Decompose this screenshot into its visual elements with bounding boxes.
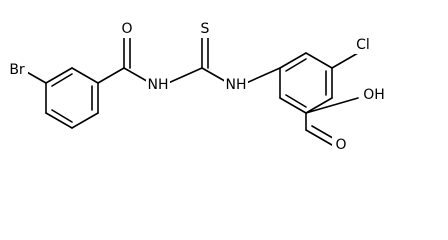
acid-oxygen-label: O [335,137,346,153]
bond [45,112,73,129]
atom-label-acid-oxygen: O [332,136,350,154]
atom-label-acid-hydroxyl: OH [360,86,388,104]
bond-nh-thiocarbon [165,67,203,85]
bond-carboxyl-oxygen [305,129,333,146]
atom-label-amide-nh: NH [146,76,170,94]
bond [71,67,99,84]
aromatic-inner-bond [51,73,73,87]
bond-ring-chlorine [331,52,359,69]
bond [279,52,307,69]
bond [279,97,307,114]
atom-label-thio-sulfur: S [196,20,214,38]
amide-oxygen-label: O [121,21,132,37]
bond-ring-carbonyl [97,67,125,84]
bromophenyl-ring [45,67,99,129]
thio-sulfur-label: S [201,21,210,37]
bond-ring-bromine [24,70,47,84]
aromatic-inner-bond [51,109,73,123]
bond-carboxyl-hydroxyl [305,97,359,114]
bond-nh-ring [243,67,281,85]
bond [305,97,333,114]
aromatic-inner-bond [285,94,307,108]
bond [71,112,99,129]
atom-label-chlorine: Cl [352,36,374,54]
atom-label-bromine: Br [6,61,28,79]
bromine-label: Br [9,62,25,78]
chlorobenzoic-ring [279,52,333,114]
atom-label-amide-oxygen: O [118,20,136,38]
atom-label-thiourea-nh: NH [224,76,248,94]
aromatic-inner-bond [285,58,307,72]
chlorine-label: Cl [356,37,370,53]
bond [305,52,333,69]
molecule-diagram: Br O NH S NH Cl O OH [6,20,388,154]
amide-nh-label: NH [148,77,169,93]
acid-hydroxyl-label: OH [363,87,385,103]
structure-svg: Br O NH S NH Cl O OH [6,20,388,154]
thiourea-nh-label: NH [226,77,247,93]
bond [45,67,73,84]
